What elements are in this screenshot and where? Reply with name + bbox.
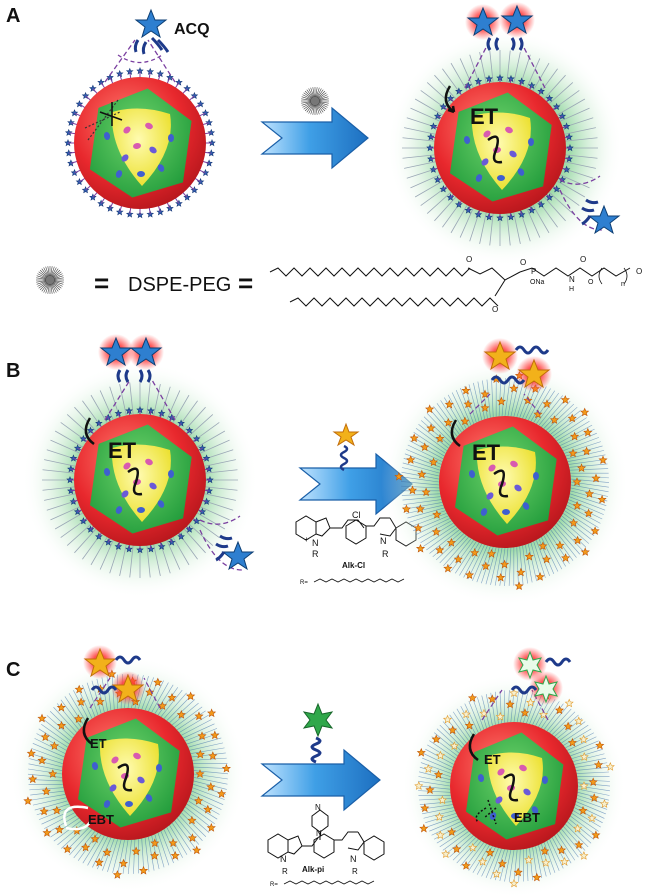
released-star-icon <box>581 198 621 235</box>
legend-equals-2: = <box>238 268 253 298</box>
panel-letter-c: C <box>6 659 20 681</box>
particle-a-left <box>64 66 216 219</box>
arrow-c <box>260 748 381 812</box>
svg-text:N: N <box>312 538 319 548</box>
svg-text:R=: R= <box>300 580 308 586</box>
svg-text:Cl: Cl <box>352 510 361 520</box>
svg-text:N: N <box>350 854 357 864</box>
label-ebt-c-left: EBT <box>88 812 114 827</box>
svg-text:O: O <box>466 255 472 264</box>
svg-text:R: R <box>312 549 319 559</box>
acq-star-icon <box>133 8 170 55</box>
label-et: ET <box>470 104 499 129</box>
svg-text:n: n <box>621 281 625 288</box>
label-ebt-c-right: EBT <box>514 810 540 825</box>
glycerol-backbone <box>467 267 521 297</box>
label-et-b-right: ET <box>472 440 501 465</box>
et-arrow-icon <box>84 417 95 446</box>
et-curl-icon <box>487 135 503 164</box>
svg-text:N: N <box>280 854 287 864</box>
alk-cl-label: Alk-Cl <box>342 561 365 570</box>
svg-text:R: R <box>352 867 358 876</box>
svg-text:R: R <box>282 867 288 876</box>
alk-pi-label: Alk-pi <box>302 865 324 874</box>
svg-text:ONa: ONa <box>530 279 545 286</box>
particle-c-left: ET EBT <box>10 656 246 892</box>
legend-name: DSPE-PEG <box>128 274 231 296</box>
lipid-tail-2 <box>289 297 499 307</box>
core-dots <box>103 122 174 178</box>
quench-cross-icon <box>99 102 123 126</box>
svg-text:O: O <box>492 305 498 314</box>
orange-dye-icon <box>332 422 360 472</box>
orange-dye-pair-icon <box>83 645 145 705</box>
peg-chain <box>519 267 631 277</box>
panel-letter-b: B <box>6 360 20 382</box>
svg-text:O: O <box>580 255 586 264</box>
svg-text:P: P <box>531 267 536 276</box>
legend-micelle-icon <box>36 266 64 294</box>
panel-a: A ACQ <box>6 2 642 314</box>
released-star-icon <box>215 534 255 571</box>
et-arrow-icon <box>444 85 456 114</box>
dspe-peg-legend: = DSPE-PEG = O O P ONa N H O O n O O <box>36 255 642 314</box>
svg-text:R=: R= <box>270 882 278 888</box>
particle-c-right: ET EBT <box>402 674 626 896</box>
lipid-tail-1 <box>269 267 471 277</box>
particle-a-right: ET <box>387 30 623 266</box>
svg-text:R: R <box>382 549 389 559</box>
panel-letter-a: A <box>6 5 20 27</box>
ebt-arrow-icon <box>63 805 92 831</box>
quench-lines <box>84 99 121 141</box>
svg-text:O: O <box>588 279 594 286</box>
panel-b: B ET <box>6 334 629 606</box>
emissive-star-pair-icon <box>465 2 535 51</box>
label-et-c-left: ET <box>90 736 107 751</box>
svg-text:N: N <box>380 536 387 546</box>
svg-text:+: + <box>304 535 309 544</box>
svg-text:H: H <box>569 286 574 293</box>
acq-dashed-lines <box>104 39 176 83</box>
label-et-b-left: ET <box>108 438 137 463</box>
ebt-blocked-icon <box>475 799 497 825</box>
green-dye-pair-icon <box>510 647 572 705</box>
orange-dye-pair-icon <box>482 338 552 392</box>
particle-b-right: ET <box>381 358 629 606</box>
emissive-star-pair-icon <box>98 334 164 383</box>
panel-c: C ET EBT <box>6 645 626 896</box>
dspe-peg-micelle-icon <box>301 87 329 115</box>
legend-equals-1: = <box>94 268 109 298</box>
svg-text:N: N <box>316 829 322 838</box>
arrow-a <box>260 106 369 170</box>
svg-text:O: O <box>520 258 526 267</box>
green-dye-icon <box>302 702 334 764</box>
svg-text:O: O <box>636 267 642 276</box>
particle-b-left: ET <box>22 362 258 598</box>
alk-pi-structure: N N N R N R Alk-pi R= <box>267 803 385 888</box>
label-acq: ACQ <box>174 21 210 38</box>
svg-text:N: N <box>315 803 321 812</box>
label-et-c-right: ET <box>484 752 501 767</box>
svg-text:N: N <box>569 275 575 284</box>
